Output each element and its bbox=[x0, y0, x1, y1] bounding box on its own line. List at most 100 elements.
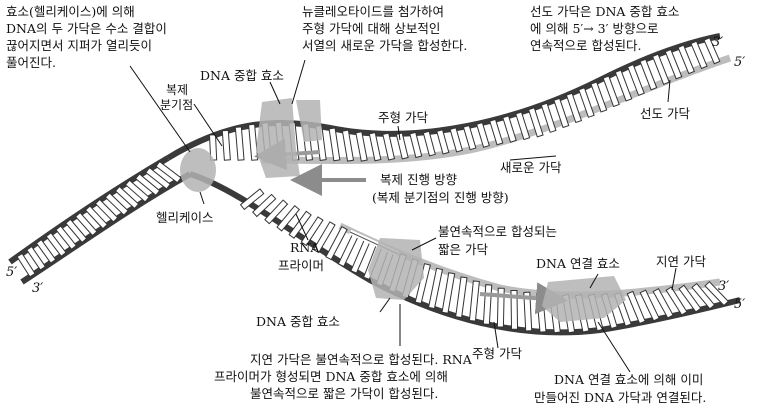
base-pair bbox=[248, 123, 259, 161]
base-pair bbox=[462, 124, 477, 151]
top-right-5-prime: 5′ bbox=[734, 55, 745, 70]
new-strand-leader bbox=[509, 155, 557, 161]
lagging-description: 지연 가닥은 불연속적으로 합성된다. RNA 프라이머가 형성되면 DNA 중… bbox=[214, 352, 473, 401]
nucleotide-desc-line-1: 뉴클레오타이드를 첨가하여 bbox=[302, 4, 444, 19]
parental-dna bbox=[8, 155, 192, 285]
ligase-desc-line-1: DNA 연결 효소에 의해 이미 bbox=[554, 372, 703, 387]
enzymes bbox=[180, 98, 626, 322]
base-pair bbox=[234, 126, 245, 161]
base-pair bbox=[652, 287, 674, 319]
base-pair bbox=[677, 44, 696, 75]
base-pair bbox=[590, 81, 608, 113]
base-pair bbox=[540, 102, 557, 133]
base-pair bbox=[523, 291, 533, 332]
base-pair bbox=[35, 238, 57, 264]
bottom-right-3-prime: 3′ bbox=[718, 279, 729, 294]
direction-line-1: 복제 진행 방향 bbox=[380, 172, 457, 187]
polymerase-bottom-label: DNA 중합 효소 bbox=[256, 314, 340, 329]
leading-strand-label: 선도 가닥 bbox=[640, 106, 690, 121]
base-pair bbox=[208, 134, 218, 161]
left-3-prime: 3′ bbox=[32, 281, 43, 296]
polymerase-top-label: DNA 중합 효소 bbox=[200, 68, 284, 83]
nucleotide-desc-leader bbox=[291, 59, 306, 105]
base-pair bbox=[239, 188, 265, 211]
polymerase-bottom-leader bbox=[379, 297, 391, 313]
okazaki-label-line-2: 짧은 가닥 bbox=[438, 242, 488, 257]
okazaki-label-line-1: 불연속적으로 합성되는 bbox=[438, 224, 557, 239]
base-pair bbox=[614, 69, 633, 102]
base-pair bbox=[441, 272, 456, 314]
base-pair bbox=[395, 132, 409, 160]
lagging-strand-label: 지연 가닥 bbox=[656, 254, 706, 269]
top-right-3-prime: 3′ bbox=[712, 35, 723, 50]
lagging-strand-leader bbox=[671, 267, 677, 291]
polymerase-bottom-icon bbox=[368, 238, 424, 300]
base-pair bbox=[94, 198, 119, 223]
polymerase-top-leader bbox=[269, 81, 281, 105]
base-pair bbox=[602, 75, 620, 108]
base-pair bbox=[482, 284, 493, 325]
base-pair bbox=[145, 167, 171, 190]
fork-leader bbox=[193, 103, 223, 147]
helicase-desc-line-3: 끊어지면서 지퍼가 열리듯이 bbox=[6, 38, 152, 53]
base-pair bbox=[114, 185, 140, 210]
base-pair bbox=[565, 92, 583, 124]
base-pair bbox=[678, 284, 702, 313]
base-pair bbox=[16, 252, 36, 278]
base-pair bbox=[134, 173, 161, 197]
base-pair bbox=[341, 129, 355, 162]
base-pair bbox=[476, 121, 490, 148]
base-pair bbox=[449, 127, 463, 153]
nucleotide-desc-line-2: 주형 가닥에 대해 상보적인 bbox=[302, 21, 440, 36]
base-pair bbox=[221, 129, 231, 161]
leading-desc-line-3: 연속적으로 합성된다. bbox=[530, 38, 641, 53]
ligase-icon bbox=[542, 276, 626, 322]
base-pair bbox=[55, 225, 77, 250]
base-pair bbox=[704, 280, 729, 307]
ligase-desc-leader bbox=[597, 321, 631, 373]
base-pair bbox=[409, 131, 423, 159]
okazaki-leader bbox=[411, 237, 437, 251]
base-pair bbox=[639, 289, 660, 322]
base-pair bbox=[664, 48, 683, 80]
base-pair bbox=[325, 226, 348, 261]
base-pair bbox=[355, 131, 368, 162]
template-bottom-leader bbox=[493, 321, 499, 349]
base-pair bbox=[455, 276, 468, 319]
base-pair bbox=[703, 37, 721, 65]
base-pair bbox=[502, 115, 517, 143]
base-pair bbox=[65, 218, 88, 244]
template-top-label: 주형 가닥 bbox=[378, 110, 428, 125]
parental-backbone-bottom bbox=[20, 171, 192, 285]
lagging-desc-line-3: 불연속적으로 짧은 가닥이 합성된다. bbox=[250, 386, 438, 401]
base-pair bbox=[382, 132, 396, 161]
helicase-desc-line-2: DNA의 두 가닥은 수소 결합이 bbox=[6, 21, 167, 36]
base-pair bbox=[414, 263, 431, 305]
base-pair bbox=[515, 111, 531, 141]
base-pair bbox=[639, 58, 658, 91]
base-pair bbox=[578, 87, 595, 118]
helicase-icon bbox=[180, 148, 216, 192]
base-pair bbox=[264, 199, 289, 225]
helicase-desc-leader bbox=[129, 65, 191, 153]
base-pair bbox=[651, 53, 670, 85]
base-pair bbox=[252, 193, 277, 218]
base-pair bbox=[691, 282, 716, 310]
base-pair bbox=[124, 179, 150, 203]
leading-description: 선도 가닥은 DNA 중합 효소 에 의해 5′→ 3′ 방향으로 연속적으로 … bbox=[530, 4, 679, 53]
base-pair bbox=[45, 232, 67, 257]
direction-line-2: (복제 분기점의 진행 방향) bbox=[372, 190, 509, 205]
primer-leader bbox=[295, 213, 309, 241]
direction-label: 복제 진행 방향 (복제 분기점의 진행 방향) bbox=[372, 172, 509, 205]
base-pair bbox=[368, 132, 382, 162]
base-pair bbox=[553, 97, 570, 129]
polymerase-top-icon bbox=[256, 98, 300, 178]
leader-lines bbox=[129, 59, 677, 373]
base-pair bbox=[510, 289, 519, 330]
fork-label-line-2: 분기점 bbox=[160, 98, 193, 112]
helicase-desc-line-1: 효소(헬리케이스)에 의해 bbox=[6, 4, 135, 19]
helicase-desc-line-4: 풀어진다. bbox=[6, 55, 56, 70]
bottom-right-5-prime: 5′ bbox=[734, 297, 745, 312]
template-bottom-label: 주형 가닥 bbox=[472, 346, 522, 361]
